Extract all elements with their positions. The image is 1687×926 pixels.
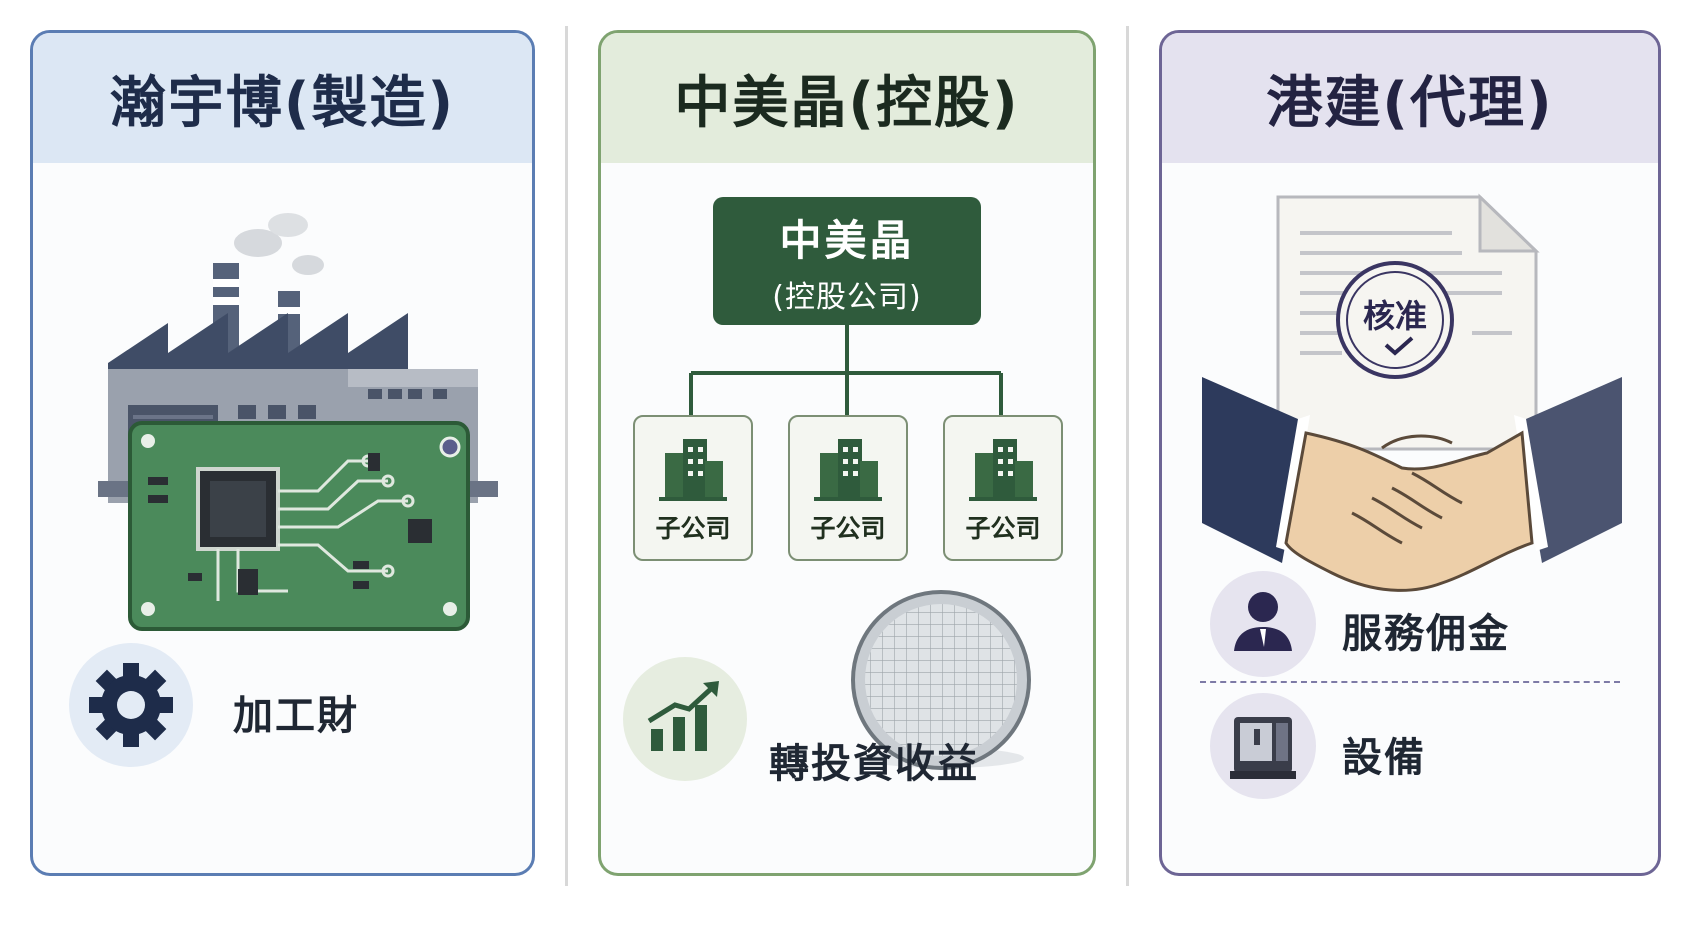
investment-income-label: 轉投資收益	[769, 741, 979, 787]
panel-title: 中美晶(控股)	[674, 70, 1020, 136]
panel-header: 瀚宇博(製造)	[33, 33, 532, 163]
panel-title: 港建(代理)	[1266, 70, 1554, 136]
handshake-icon	[1202, 377, 1622, 592]
wafer-icon	[851, 590, 1031, 770]
parent-company-name: 中美晶	[779, 215, 915, 265]
dashed-separator	[1200, 681, 1620, 683]
panel-agency: 港建(代理) 核准 服務佣金	[1159, 30, 1661, 876]
person-icon	[1210, 571, 1316, 677]
subsidiary-box: 子公司	[943, 415, 1063, 561]
service-commission-label: 服務佣金	[1342, 611, 1510, 657]
org-chart-parent: 中美晶 (控股公司)	[713, 197, 981, 325]
approval-stamp-text: 核准	[1362, 297, 1427, 335]
circuit-board-icon	[128, 421, 470, 631]
panel-header: 港建(代理)	[1162, 33, 1658, 163]
gear-icon	[69, 643, 193, 767]
parent-company-type: (控股公司)	[772, 279, 922, 315]
building-icon	[969, 439, 1037, 501]
building-icon	[814, 439, 882, 501]
panel-title: 瀚宇博(製造)	[109, 70, 456, 136]
subsidiary-box: 子公司	[633, 415, 753, 561]
subsidiary-box: 子公司	[788, 415, 908, 561]
org-chart-connectors	[689, 325, 1003, 417]
building-icon	[659, 439, 727, 501]
panel-holding: 中美晶(控股) 中美晶 (控股公司) 子公司 子公司 子公司	[598, 30, 1096, 876]
subsidiary-label: 子公司	[655, 514, 731, 543]
divider-right	[1126, 26, 1129, 886]
panel-header: 中美晶(控股)	[601, 33, 1093, 163]
panel-manufacturing: 瀚宇博(製造)	[30, 30, 535, 876]
growth-chart-icon	[623, 657, 747, 781]
subsidiary-label: 子公司	[810, 514, 886, 543]
divider-left	[565, 26, 568, 886]
machine-icon	[1210, 693, 1316, 799]
processing-goods-label: 加工財	[233, 693, 359, 739]
equipment-label: 設備	[1342, 735, 1426, 781]
subsidiary-label: 子公司	[965, 514, 1041, 543]
approval-stamp-icon: 核准	[1336, 261, 1454, 379]
